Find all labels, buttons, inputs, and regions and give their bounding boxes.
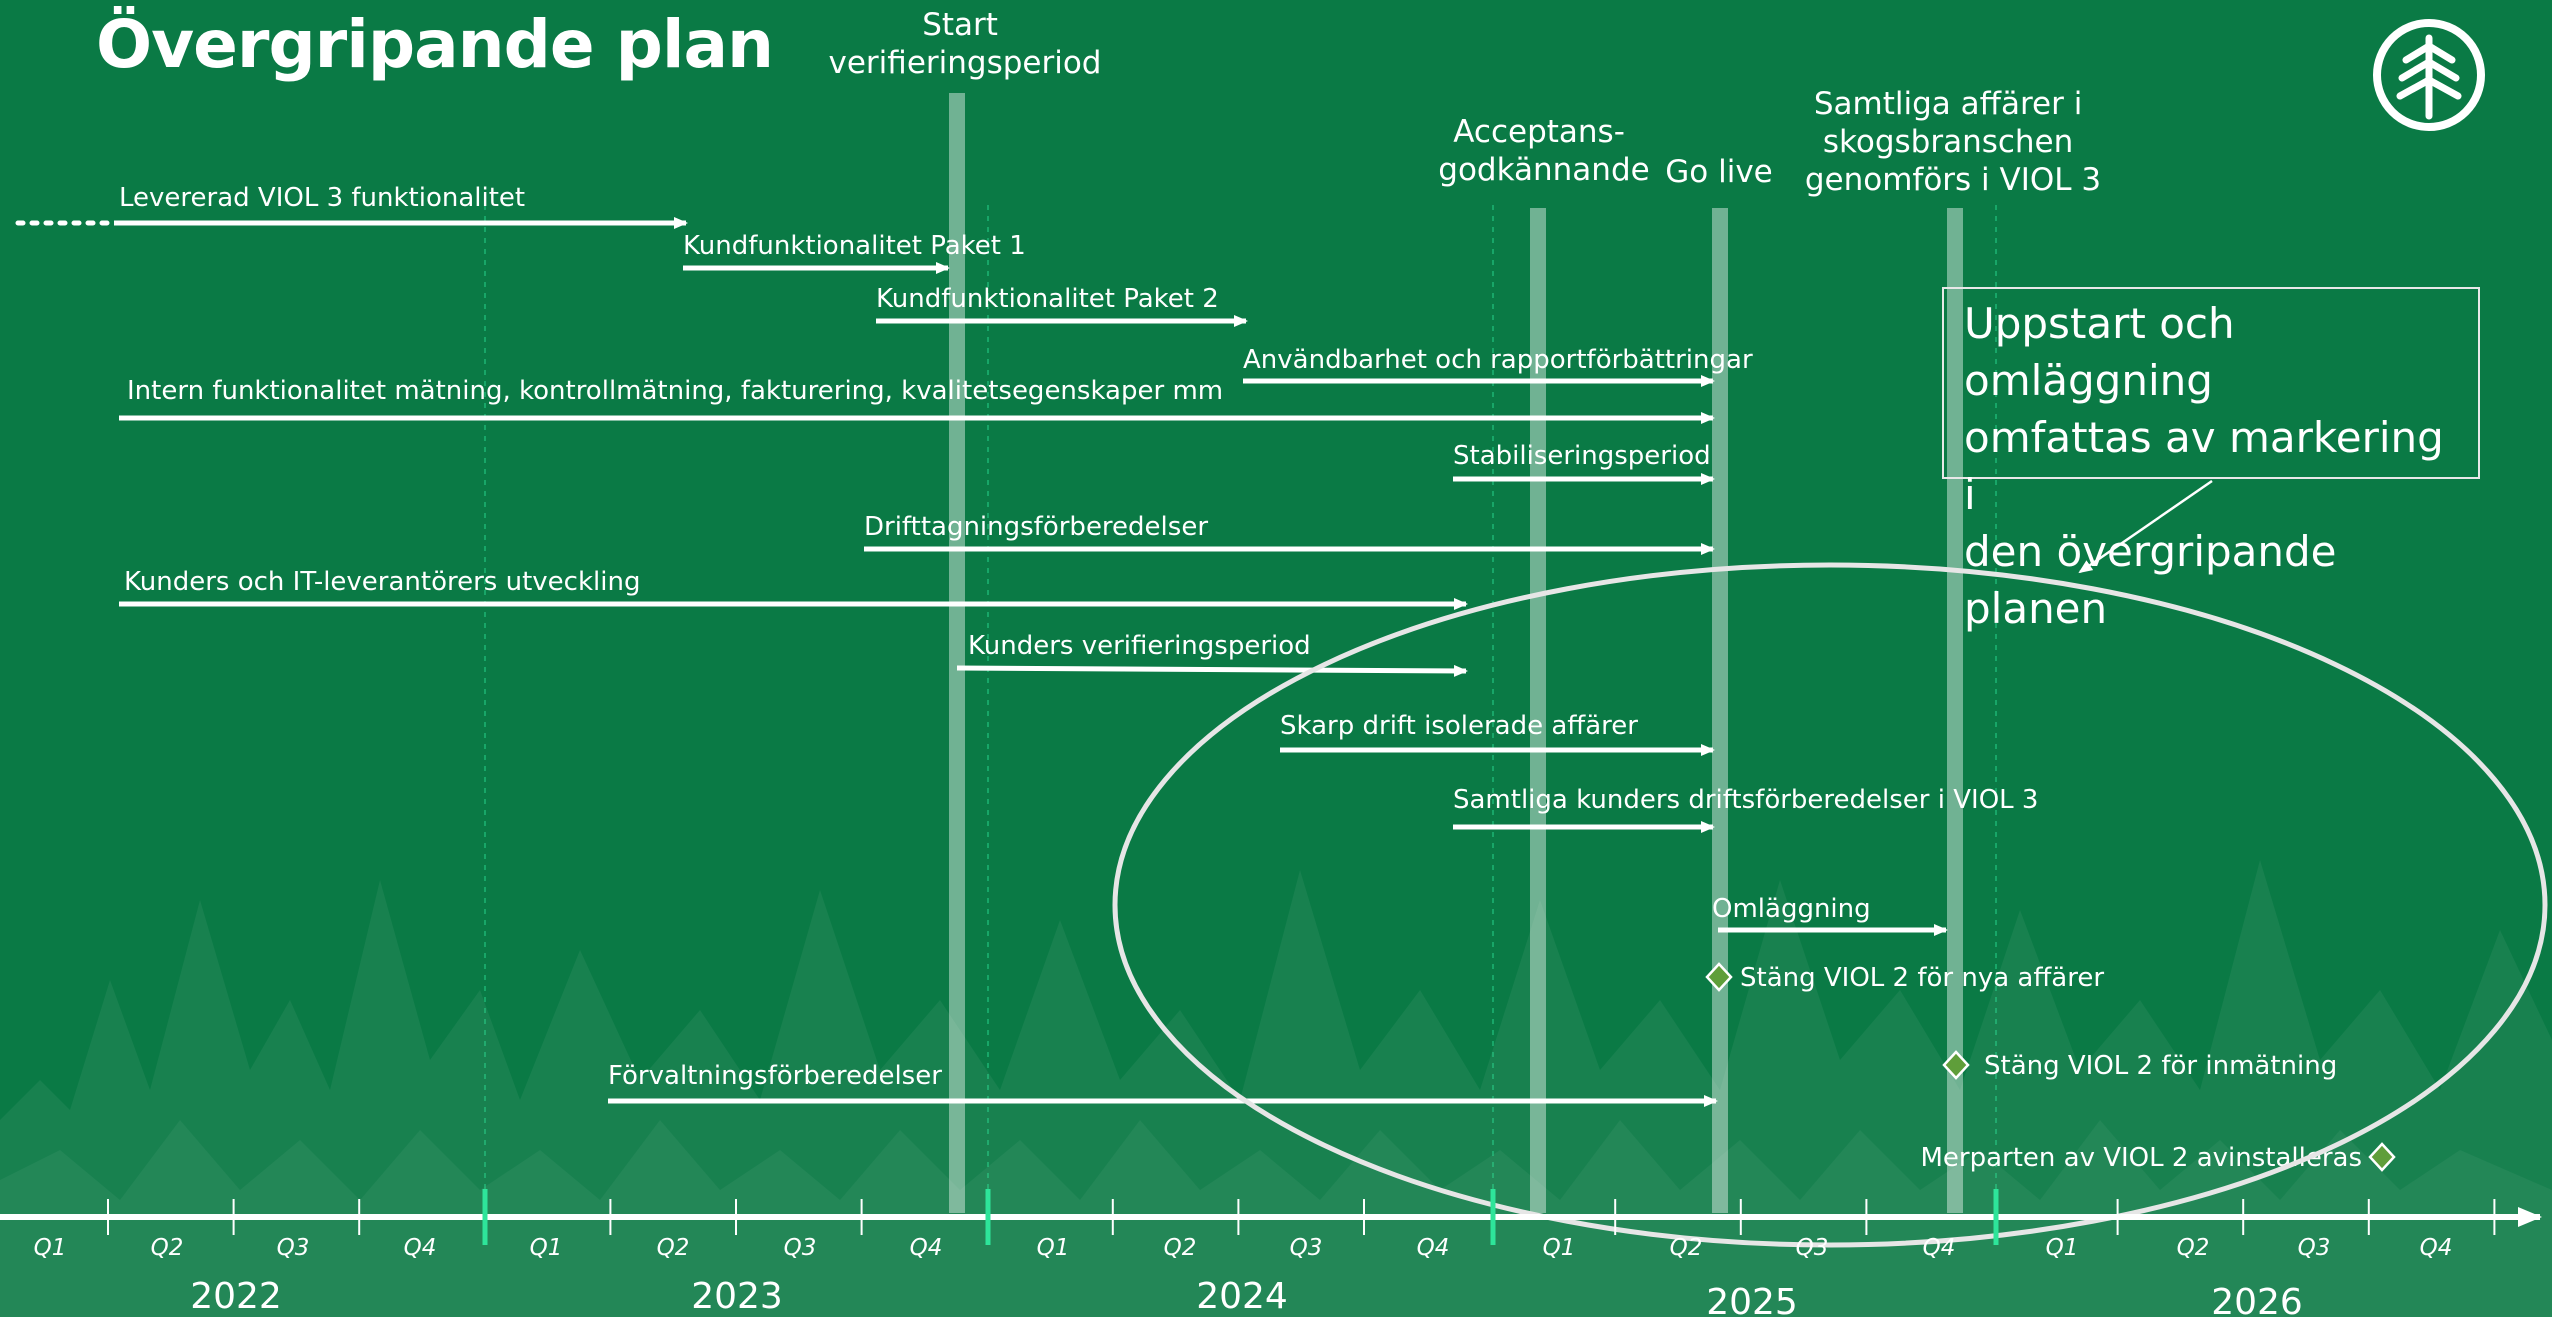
task-label-stabilisering: Stabiliseringsperiod	[1453, 441, 1711, 471]
callout-pointer-arrow	[2078, 479, 2213, 574]
year-label: 2025	[1706, 1282, 1798, 1317]
task-label-anvandbarhet: Användbarhet och rapportförbättringar	[1243, 345, 1753, 375]
event-diamond-close-new	[1705, 962, 1733, 992]
quarter-label: Q2	[1164, 1235, 1197, 1261]
milestone-bar-all-business	[1947, 208, 1963, 1213]
quarter-label: Q4	[1417, 1235, 1450, 1261]
quarter-label: Q2	[151, 1235, 184, 1261]
quarter-label: Q1	[1037, 1235, 1070, 1261]
page-title: Övergripande plan	[96, 6, 774, 83]
quarter-label: Q4	[1923, 1235, 1956, 1261]
highlight-ellipse	[1112, 562, 2548, 1248]
year-label: 2023	[691, 1276, 783, 1317]
task-label-verifiering: Kunders verifieringsperiod	[968, 631, 1311, 661]
year-label: 2024	[1196, 1276, 1288, 1317]
quarter-label: Q3	[277, 1235, 310, 1261]
task-label-drifttagning: Drifttagningsförberedelser	[864, 512, 1208, 542]
quarter-label: Q1	[1543, 1235, 1576, 1261]
event-label-uninstall: Merparten av VIOL 2 avinstalleras	[1920, 1143, 2362, 1173]
milestone-all-business: Samtliga affärer i skogsbranschen genomf…	[1805, 86, 2101, 198]
quarter-label: Q3	[784, 1235, 817, 1261]
milestone-go-live: Go live	[1665, 154, 1773, 190]
task-label-kunders-it: Kunders och IT-leverantörers utveckling	[124, 567, 640, 597]
quarter-label: Q1	[530, 1235, 563, 1261]
quarter-label: Q1	[2046, 1235, 2079, 1261]
task-label-paket-2: Kundfunktionalitet Paket 2	[876, 284, 1219, 314]
task-label-intern: Intern funktionalitet mätning, kontrollm…	[127, 376, 1223, 406]
event-label-close-new: Stäng VIOL 2 för nya affärer	[1740, 963, 2104, 993]
task-label-samtliga-kunder: Samtliga kunders driftsförberedelser i V…	[1453, 785, 2038, 815]
quarter-label: Q3	[1290, 1235, 1323, 1261]
callout-box: Uppstart och omläggning omfattas av mark…	[1942, 287, 2480, 633]
quarter-label: Q3	[1796, 1235, 1829, 1261]
quarter-label: Q2	[1670, 1235, 1703, 1261]
milestone-bar-go-live	[1712, 208, 1728, 1213]
year-label: 2026	[2211, 1282, 2303, 1317]
quarter-label: Q1	[34, 1235, 67, 1261]
quarter-label: Q3	[2298, 1235, 2331, 1261]
year-boundary-lines	[484, 205, 1997, 1213]
event-diamond-uninstall	[2368, 1142, 2396, 1172]
quarter-label: Q2	[657, 1235, 690, 1261]
axis-ticks	[107, 1189, 2496, 1245]
year-label: 2022	[190, 1276, 282, 1317]
task-label-forvaltning: Förvaltningsförberedelser	[608, 1061, 942, 1091]
quarter-label: Q2	[2177, 1235, 2210, 1261]
task-label-paket-1: Kundfunktionalitet Paket 1	[683, 231, 1026, 261]
forest-silhouette	[0, 860, 2552, 1317]
axis-labels: Q1 Q2 Q3 Q4 Q1 Q2 Q3 Q4 Q1 Q2 Q3 Q4 Q1 Q2 Q3 Q4 Q1 Q2 Q3 Q4…	[34, 1235, 2453, 1317]
milestone-bar-acceptance	[1530, 208, 1546, 1213]
task-arrows	[114, 217, 1948, 1107]
task-label-omlaggning: Omläggning	[1712, 894, 1871, 924]
event-label-close-measure: Stäng VIOL 2 för inmätning	[1984, 1051, 2337, 1081]
event-diamond-close-measure	[1942, 1050, 1970, 1080]
task-label-levererad: Levererad VIOL 3 funktionalitet	[119, 183, 525, 213]
milestone-bar-start-verification	[949, 93, 965, 1213]
quarter-label: Q4	[404, 1235, 437, 1261]
milestone-acceptance: Acceptans- godkännande	[1438, 114, 1649, 188]
milestone-start-verification: Start verifieringsperiod	[829, 7, 1102, 81]
arrow-verifiering	[956, 664, 1468, 677]
quarter-label: Q4	[910, 1235, 943, 1261]
company-logo-icon	[2373, 19, 2485, 131]
quarter-label: Q4	[2420, 1235, 2453, 1261]
task-label-skarp-drift: Skarp drift isolerade affärer	[1280, 711, 1638, 741]
milestone-bars	[949, 93, 1963, 1213]
